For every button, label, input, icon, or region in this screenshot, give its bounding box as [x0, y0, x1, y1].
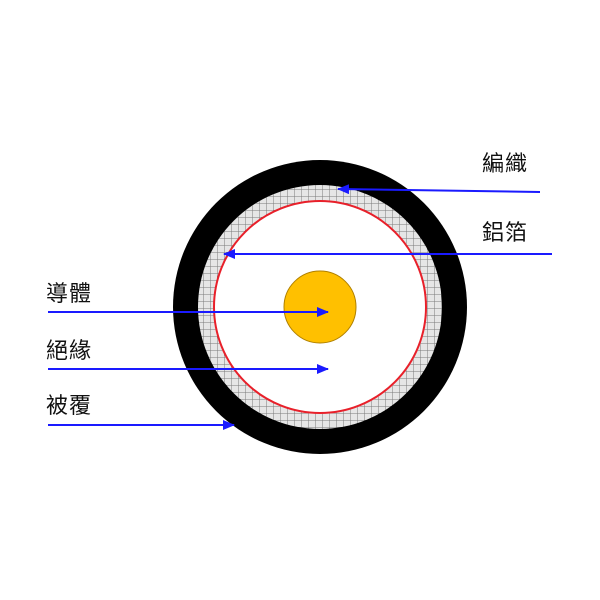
braid-label: 編織 [482, 152, 529, 177]
insulation-label: 絕緣 [46, 339, 93, 364]
conductor-core [283, 270, 357, 344]
braid-arrow [337, 184, 541, 195]
jacket-label: 被覆 [46, 394, 93, 419]
foil-label: 鋁箔 [482, 221, 529, 246]
conductor-label: 導體 [46, 282, 93, 307]
